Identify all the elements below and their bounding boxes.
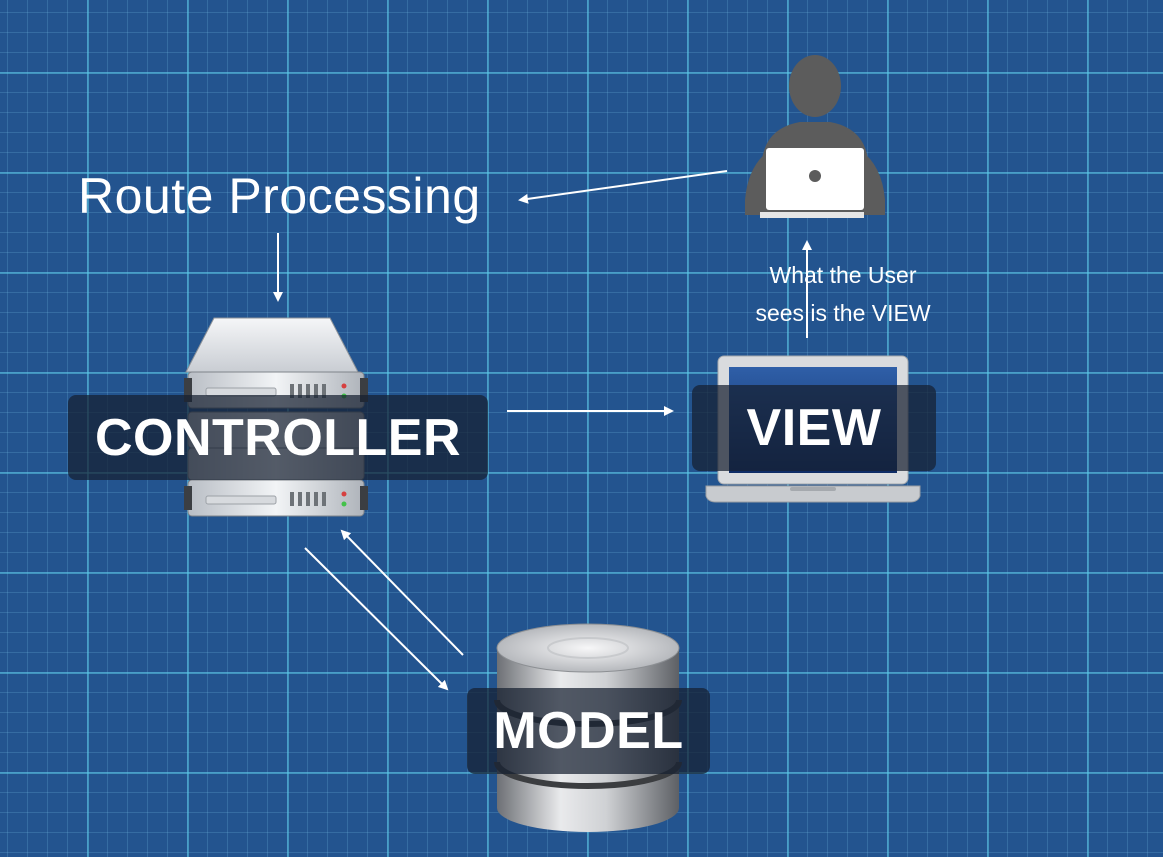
arrow-user-to-route — [518, 170, 728, 204]
view-caption: What the User sees is the VIEW — [728, 256, 958, 332]
arrow-model-to-controller — [340, 529, 464, 656]
user-with-laptop-icon — [745, 55, 885, 218]
arrow-controller-to-model — [304, 547, 449, 691]
route-processing-title: Route Processing — [78, 168, 481, 224]
controller-label: CONTROLLER — [68, 395, 488, 480]
view-caption-line-1: What the User — [769, 262, 917, 288]
view-label: VIEW — [692, 385, 936, 471]
model-label: MODEL — [467, 688, 710, 774]
view-caption-line-2: sees is the VIEW — [755, 300, 931, 326]
